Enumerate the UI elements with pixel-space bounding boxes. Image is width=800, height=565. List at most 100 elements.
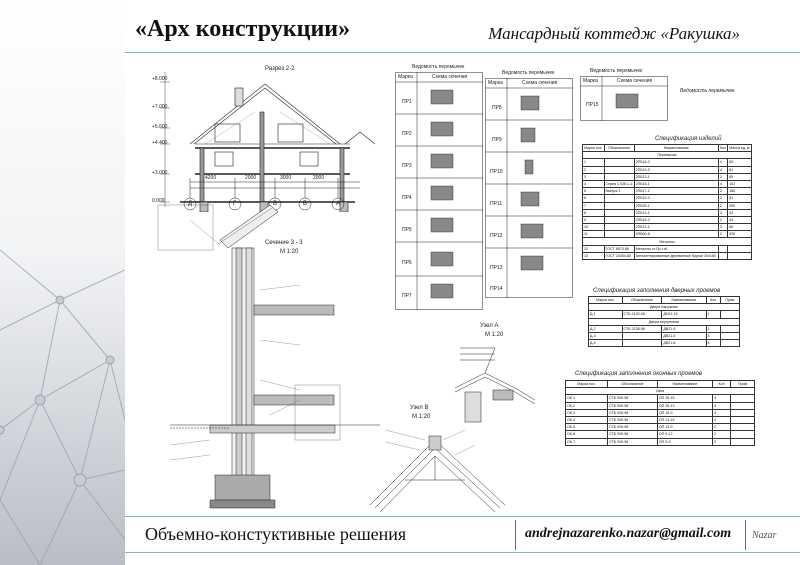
title-bar: «Арх конструкции» Мансардный коттедж «Ра… (125, 14, 800, 52)
dim-4: 2000 (313, 175, 325, 181)
lintel-col-sketch-3: Схема сечения (617, 78, 653, 84)
lintel-mark-pr7: ПР7 (402, 293, 412, 299)
products-spec-title: Спецификация изделий (655, 136, 722, 142)
dim-1: 4200 (205, 175, 217, 181)
table-row: Перемычки (582, 151, 752, 160)
lintel-title-3: Ведомость перемычек (590, 68, 643, 74)
lintel-col-sketch-1: Схема сечения (432, 74, 468, 80)
window-spec-table: Марка поз. Обозначение Наименование Кол … (565, 379, 755, 446)
table-row: Марка поз. Обозначение Наименование Кол … (588, 295, 741, 305)
elevation-label-5: +3.000 (152, 170, 168, 176)
main-title: «Арх конструкции» (135, 16, 351, 42)
lintel-mark-pr6: ПР6 (402, 260, 412, 266)
lintel-title-extra: Ведомость перемычек (680, 88, 735, 94)
lintel-mark-pr3: ПР3 (402, 163, 412, 169)
lintel-mark-pr10: ПР10 (490, 169, 503, 175)
section-2-2-title: Разрез 2-2 (265, 66, 295, 72)
dim-3: 3000 (280, 175, 292, 181)
lintel-mark-pr15: ПР15 (586, 102, 599, 108)
lintel-mark-pr13: ПР13 (490, 265, 503, 271)
table-row: Марка поз. Обозначение Наименование Кол … (565, 379, 755, 389)
axis-b: Б (303, 201, 307, 207)
section-3-3-scale: М 1:20 (280, 249, 299, 255)
section-3-3-title: Сечение 3 - 3 (265, 240, 303, 246)
table-row: Окна (565, 387, 755, 396)
lintel-mark-pr1: ПР1 (402, 99, 412, 105)
table-row: Двери наружные (588, 303, 740, 312)
header-underline (125, 52, 800, 53)
node-a-drawing (454, 347, 536, 423)
node-b-title: Узел В (410, 405, 429, 411)
table-row: Металлы (582, 237, 752, 246)
lintel-mark-pr14: ПР14 (490, 286, 503, 292)
project-title: Мансардный коттедж «Ракушка» (488, 24, 740, 43)
lintel-col-sketch-2: Схема сечения (522, 80, 558, 86)
elevation-label-6: 0.000 (152, 198, 165, 204)
author-email[interactable]: andrejnazarenko.nazar@gmail.com (525, 526, 732, 541)
lintel-schedule-2 (485, 78, 573, 298)
lintel-mark-pr11: ПР11 (490, 201, 503, 207)
lintel-col-mark-1: Марка (398, 74, 413, 80)
axis-d: Д (188, 201, 193, 207)
elevation-label-3: +5.600 (152, 124, 168, 130)
door-spec-table: Марка поз. Обозначение Наименование Кол … (588, 295, 741, 348)
dim-2: 2000 (245, 175, 257, 181)
elevation-label-4: +4.400 (152, 140, 168, 146)
products-spec-table: Марка поз. Обозначение Наименование Кол … (582, 143, 752, 261)
window-spec-title: Спецификация заполнения оконных проемов (575, 371, 702, 377)
node-a-title: Узел А (480, 323, 499, 329)
section-3-3-drawing (157, 204, 380, 509)
footer-separator-2 (745, 520, 746, 550)
lintel-mark-pr5: ПР5 (402, 227, 412, 233)
elevation-label-2: +7.000 (152, 104, 168, 110)
footer-topline (125, 516, 800, 517)
axis-dimension-line (183, 178, 360, 211)
node-b-scale: М 1:20 (412, 414, 431, 420)
decorative-lattice-panel (0, 0, 125, 565)
lintel-mark-pr12: ПР12 (490, 233, 503, 239)
node-b-drawing (369, 429, 506, 513)
lintel-mark-pr2: ПР2 (402, 131, 412, 137)
lintel-mark-pr8: ПР8 (492, 105, 502, 111)
node-a-scale: М 1:20 (485, 332, 504, 338)
footer-bottomline (125, 552, 800, 553)
section-2-2-drawing (160, 72, 376, 212)
elevation-label-1: +8.000 (152, 76, 168, 82)
author-signature: Nazar (752, 530, 777, 541)
lintel-col-mark-2: Марка (488, 80, 503, 86)
lintel-schedule-3 (580, 76, 668, 121)
lintel-mark-pr4: ПР4 (402, 195, 412, 201)
lintel-schedule-1 (395, 72, 483, 310)
axis-a: А (336, 201, 341, 207)
lintel-col-mark-3: Марка (583, 78, 598, 84)
table-row: Двери внутренние (588, 317, 740, 326)
axis-g: Г (233, 201, 237, 207)
lintel-mark-pr9: ПР9 (492, 137, 502, 143)
table-row: Марка поз. Обозначение Наименование Кол … (582, 143, 752, 153)
section-name: Объемно-констуктивные решения (145, 524, 407, 544)
lintel-title-2: Ведомость перемычек (502, 70, 555, 76)
